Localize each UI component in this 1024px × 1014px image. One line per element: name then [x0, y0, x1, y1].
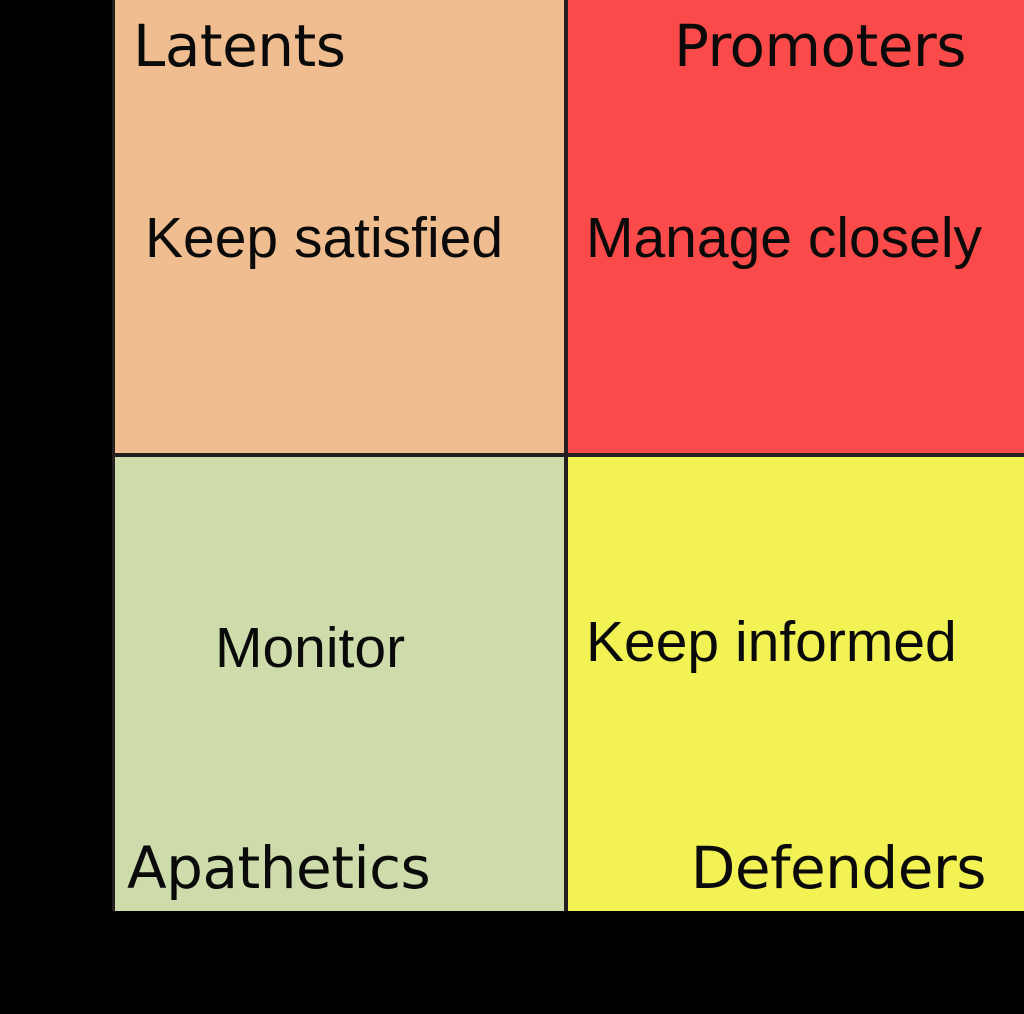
- quadrant-apathetics-action: Monitor: [215, 616, 406, 680]
- quadrant-defenders[interactable]: Keep informed Defenders: [566, 455, 1024, 911]
- quadrant-promoters-title: Promoters: [674, 12, 967, 80]
- quadrant-promoters-action: Manage closely: [586, 206, 983, 270]
- quadrant-latents-action: Keep satisfied: [145, 206, 504, 270]
- quadrant-promoters[interactable]: Promoters Manage closely: [566, 0, 1024, 455]
- quadrant-latents-title: Latents: [133, 12, 346, 80]
- stakeholder-matrix: Latents Keep satisfied Promoters Manage …: [112, 0, 1024, 911]
- quadrant-defenders-title: Defenders: [690, 834, 987, 902]
- quadrant-apathetics[interactable]: Monitor Apathetics: [112, 455, 566, 911]
- quadrant-defenders-action: Keep informed: [586, 610, 957, 674]
- quadrant-latents[interactable]: Latents Keep satisfied: [112, 0, 566, 455]
- quadrant-apathetics-title: Apathetics: [127, 834, 431, 902]
